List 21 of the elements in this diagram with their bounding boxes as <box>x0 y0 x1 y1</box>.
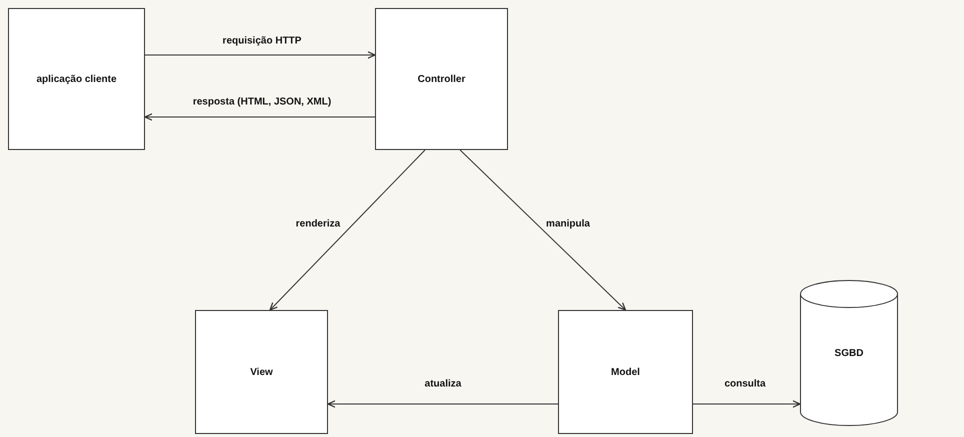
process-box <box>195 310 328 434</box>
process-box <box>558 310 693 434</box>
process-box <box>8 8 145 150</box>
edge-label: manipula <box>544 218 592 230</box>
node-label: Model <box>610 366 641 378</box>
node-label: View <box>249 366 274 378</box>
node-label: Controller <box>416 74 466 84</box>
edge-label: requisição HTTP <box>220 36 304 46</box>
node-label: aplicação cliente <box>35 74 118 84</box>
edge-label: renderiza <box>294 218 342 230</box>
arrow <box>144 113 376 121</box>
arrow <box>269 150 426 311</box>
edge-label: atualiza <box>422 378 464 390</box>
edge-label: consulta <box>722 378 768 390</box>
process-box <box>375 8 508 150</box>
arrow <box>327 400 558 408</box>
arrow <box>144 51 376 59</box>
arrow <box>460 150 626 311</box>
edge-label: resposta (HTML, JSON, XML) <box>190 96 334 108</box>
arrow <box>692 400 801 408</box>
node-label: SGBD <box>834 348 864 358</box>
